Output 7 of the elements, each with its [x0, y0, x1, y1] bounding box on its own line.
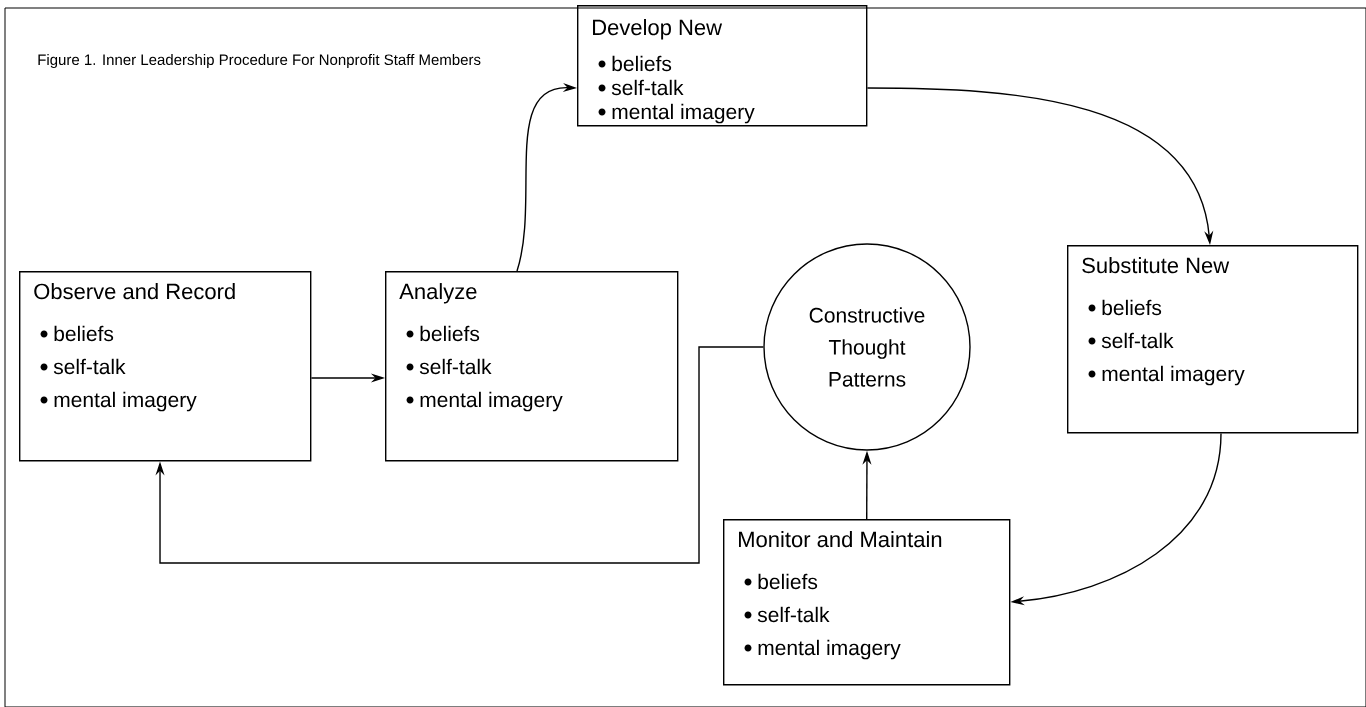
- step-box: Develop New beliefs self-talk mental imagery: [577, 5, 868, 127]
- step-box: Substitute New beliefs self-talk mental imagery: [1067, 245, 1359, 434]
- figure-title: Figure 1. Inner Leadership Procedure For Nonprofit Staff Members: [38, 54, 481, 68]
- arrow: [155, 346, 764, 564]
- step-box: Analyze beliefs self-talk mental imagery: [385, 271, 679, 462]
- step-box: Observe and Record beliefs self-talk mental imagery: [19, 271, 312, 462]
- step-box: Monitor and Maintain beliefs self-talk mental imagery: [723, 519, 1011, 686]
